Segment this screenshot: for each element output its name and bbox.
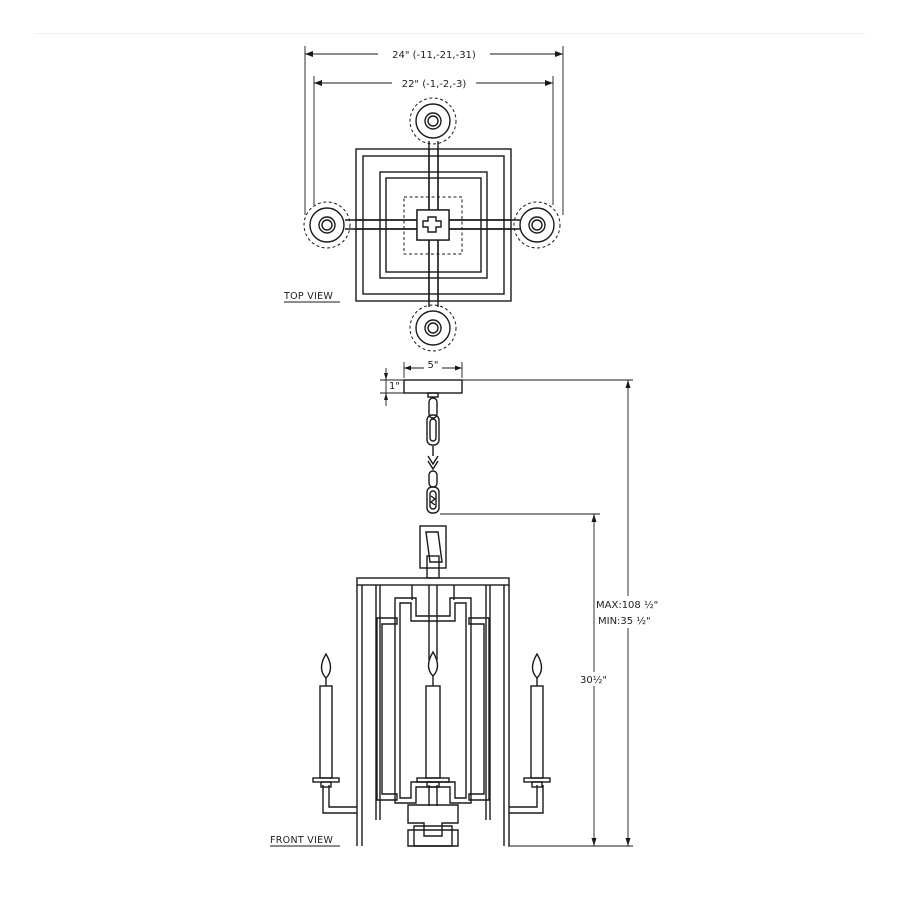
- candle-cup-top: [409, 97, 457, 145]
- flame-icon: [531, 652, 543, 679]
- front-fretwork: [376, 597, 490, 847]
- candle-center: [416, 650, 450, 788]
- candle-cup-right: [513, 201, 561, 249]
- dimension-body-height: 30½": [440, 513, 608, 846]
- dimension-22-inch: 22" (-1,-2,-3): [313, 76, 554, 205]
- dimension-overall-length: MAX:108 ½" MIN:35 ½": [462, 379, 662, 847]
- chain: [426, 397, 440, 514]
- outer-frame-square: [355, 148, 512, 302]
- candle-left: [312, 652, 340, 788]
- dimension-canopy-height: 1": [380, 368, 404, 406]
- front-view-label: FRONT VIEW: [270, 835, 333, 846]
- dimension-24-label: 24" (-11,-21,-31): [392, 50, 476, 61]
- candle-arms: [322, 785, 544, 814]
- canopy-outline: [403, 196, 463, 255]
- hub-cross-icon: [422, 216, 442, 233]
- candle-cup-left: [303, 201, 351, 249]
- header-divider: [35, 33, 865, 34]
- canopy-height-label: 1": [389, 381, 400, 392]
- canopy-width-label: 5": [428, 360, 439, 371]
- dimension-22-label: 22" (-1,-2,-3): [402, 79, 467, 90]
- flame-icon: [320, 652, 332, 679]
- top-plate: [356, 577, 510, 586]
- hanging-loop: [419, 525, 447, 579]
- dimension-24-inch: 24" (-11,-21,-31): [304, 46, 564, 215]
- candle-right: [523, 652, 551, 788]
- max-length-label: MAX:108 ½": [596, 599, 658, 611]
- min-length-label: MIN:35 ½": [598, 615, 651, 627]
- top-view: 24" (-11,-21,-31) 22" (-1,-2,-3): [283, 46, 564, 352]
- top-view-label: TOP VIEW: [283, 291, 333, 302]
- dimension-canopy-width: 5": [403, 358, 463, 378]
- front-view: 5" 1": [270, 358, 662, 847]
- corner-posts: [356, 585, 510, 846]
- flame-icon: [427, 650, 439, 677]
- inner-frame-square: [379, 171, 488, 279]
- candle-cup-bottom: [409, 304, 457, 352]
- canopy: [403, 379, 463, 394]
- body-height-label: 30½": [580, 674, 607, 686]
